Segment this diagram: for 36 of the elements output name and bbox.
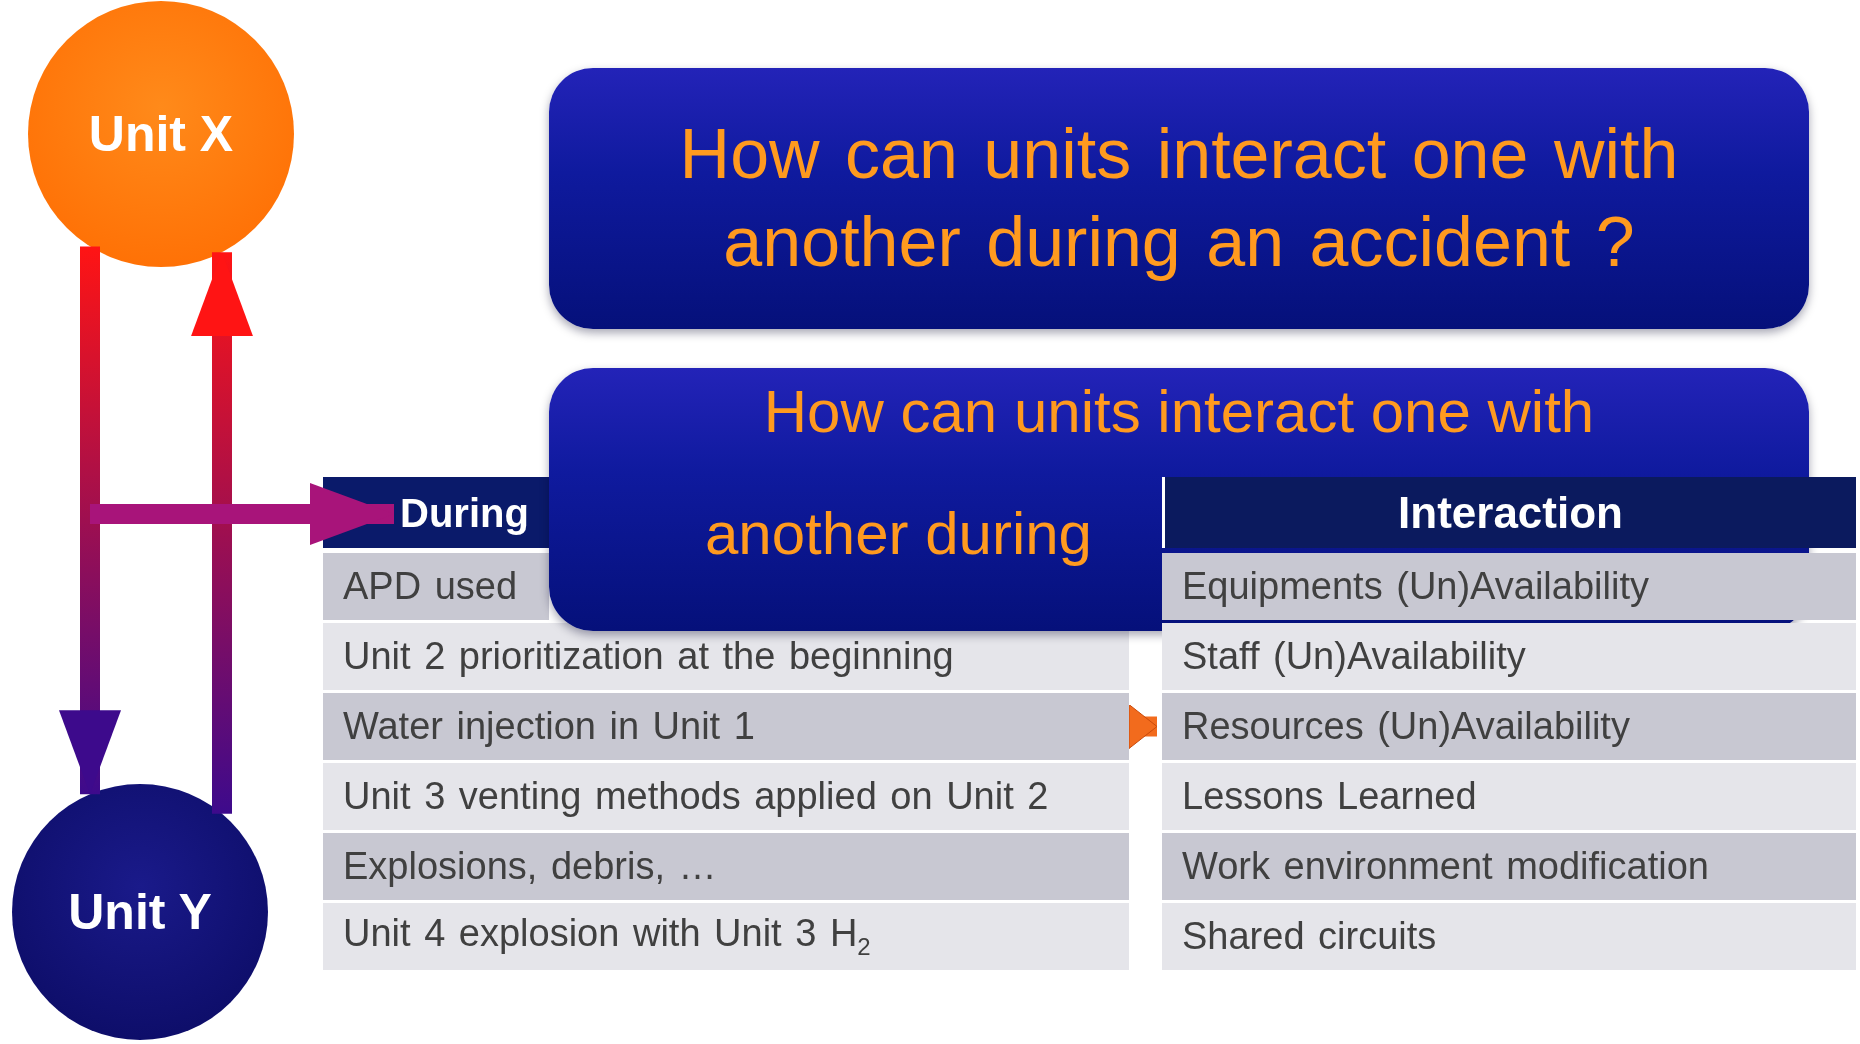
row-text: Staff (Un)Availability [1182, 635, 1526, 678]
row-text: Lessons Learned [1182, 775, 1477, 818]
arrow [191, 252, 253, 814]
row-text: Unit 4 explosion with Unit 3 H$_{2}$ [343, 912, 871, 961]
row-text: Water injection in Unit 1 [343, 705, 755, 748]
table-row [323, 553, 549, 620]
unit-label: Unit Y [68, 883, 212, 941]
question-text: another during [705, 504, 1092, 564]
unit-label: Unit X [88, 105, 234, 163]
row-text: APD used [343, 565, 518, 608]
column-heading: During [400, 481, 548, 545]
table-row [1162, 763, 1856, 830]
table-row [1162, 623, 1856, 690]
row-text: Equipments (Un)Availability [1182, 565, 1649, 608]
question-banner [549, 68, 1809, 329]
arrow [1128, 704, 1158, 749]
table-row [1162, 833, 1856, 900]
table-row [323, 833, 1129, 900]
table-row [323, 763, 1129, 830]
column-heading: Interaction [1162, 477, 1856, 548]
question-text: How can units interact one with another during an accident ? [678, 114, 1680, 283]
table-row [323, 693, 1129, 760]
table-row [1162, 553, 1856, 620]
table-row [1162, 903, 1856, 970]
table-row [323, 623, 1129, 690]
row-text: Resources (Un)Availability [1182, 705, 1630, 748]
table-row [323, 903, 1129, 970]
arrow [59, 246, 121, 795]
table-row [1162, 693, 1856, 760]
row-text: Unit 3 venting methods applied on Unit 2 [343, 775, 1049, 818]
arrow [90, 483, 394, 545]
question-text: How can units interact one with [763, 382, 1595, 442]
row-text: Work environment modification [1182, 845, 1709, 888]
row-text: Explosions, debris, … [343, 845, 717, 888]
row-text: Unit 2 prioritization at the beginning [343, 635, 954, 678]
row-text: Shared circuits [1182, 915, 1437, 958]
